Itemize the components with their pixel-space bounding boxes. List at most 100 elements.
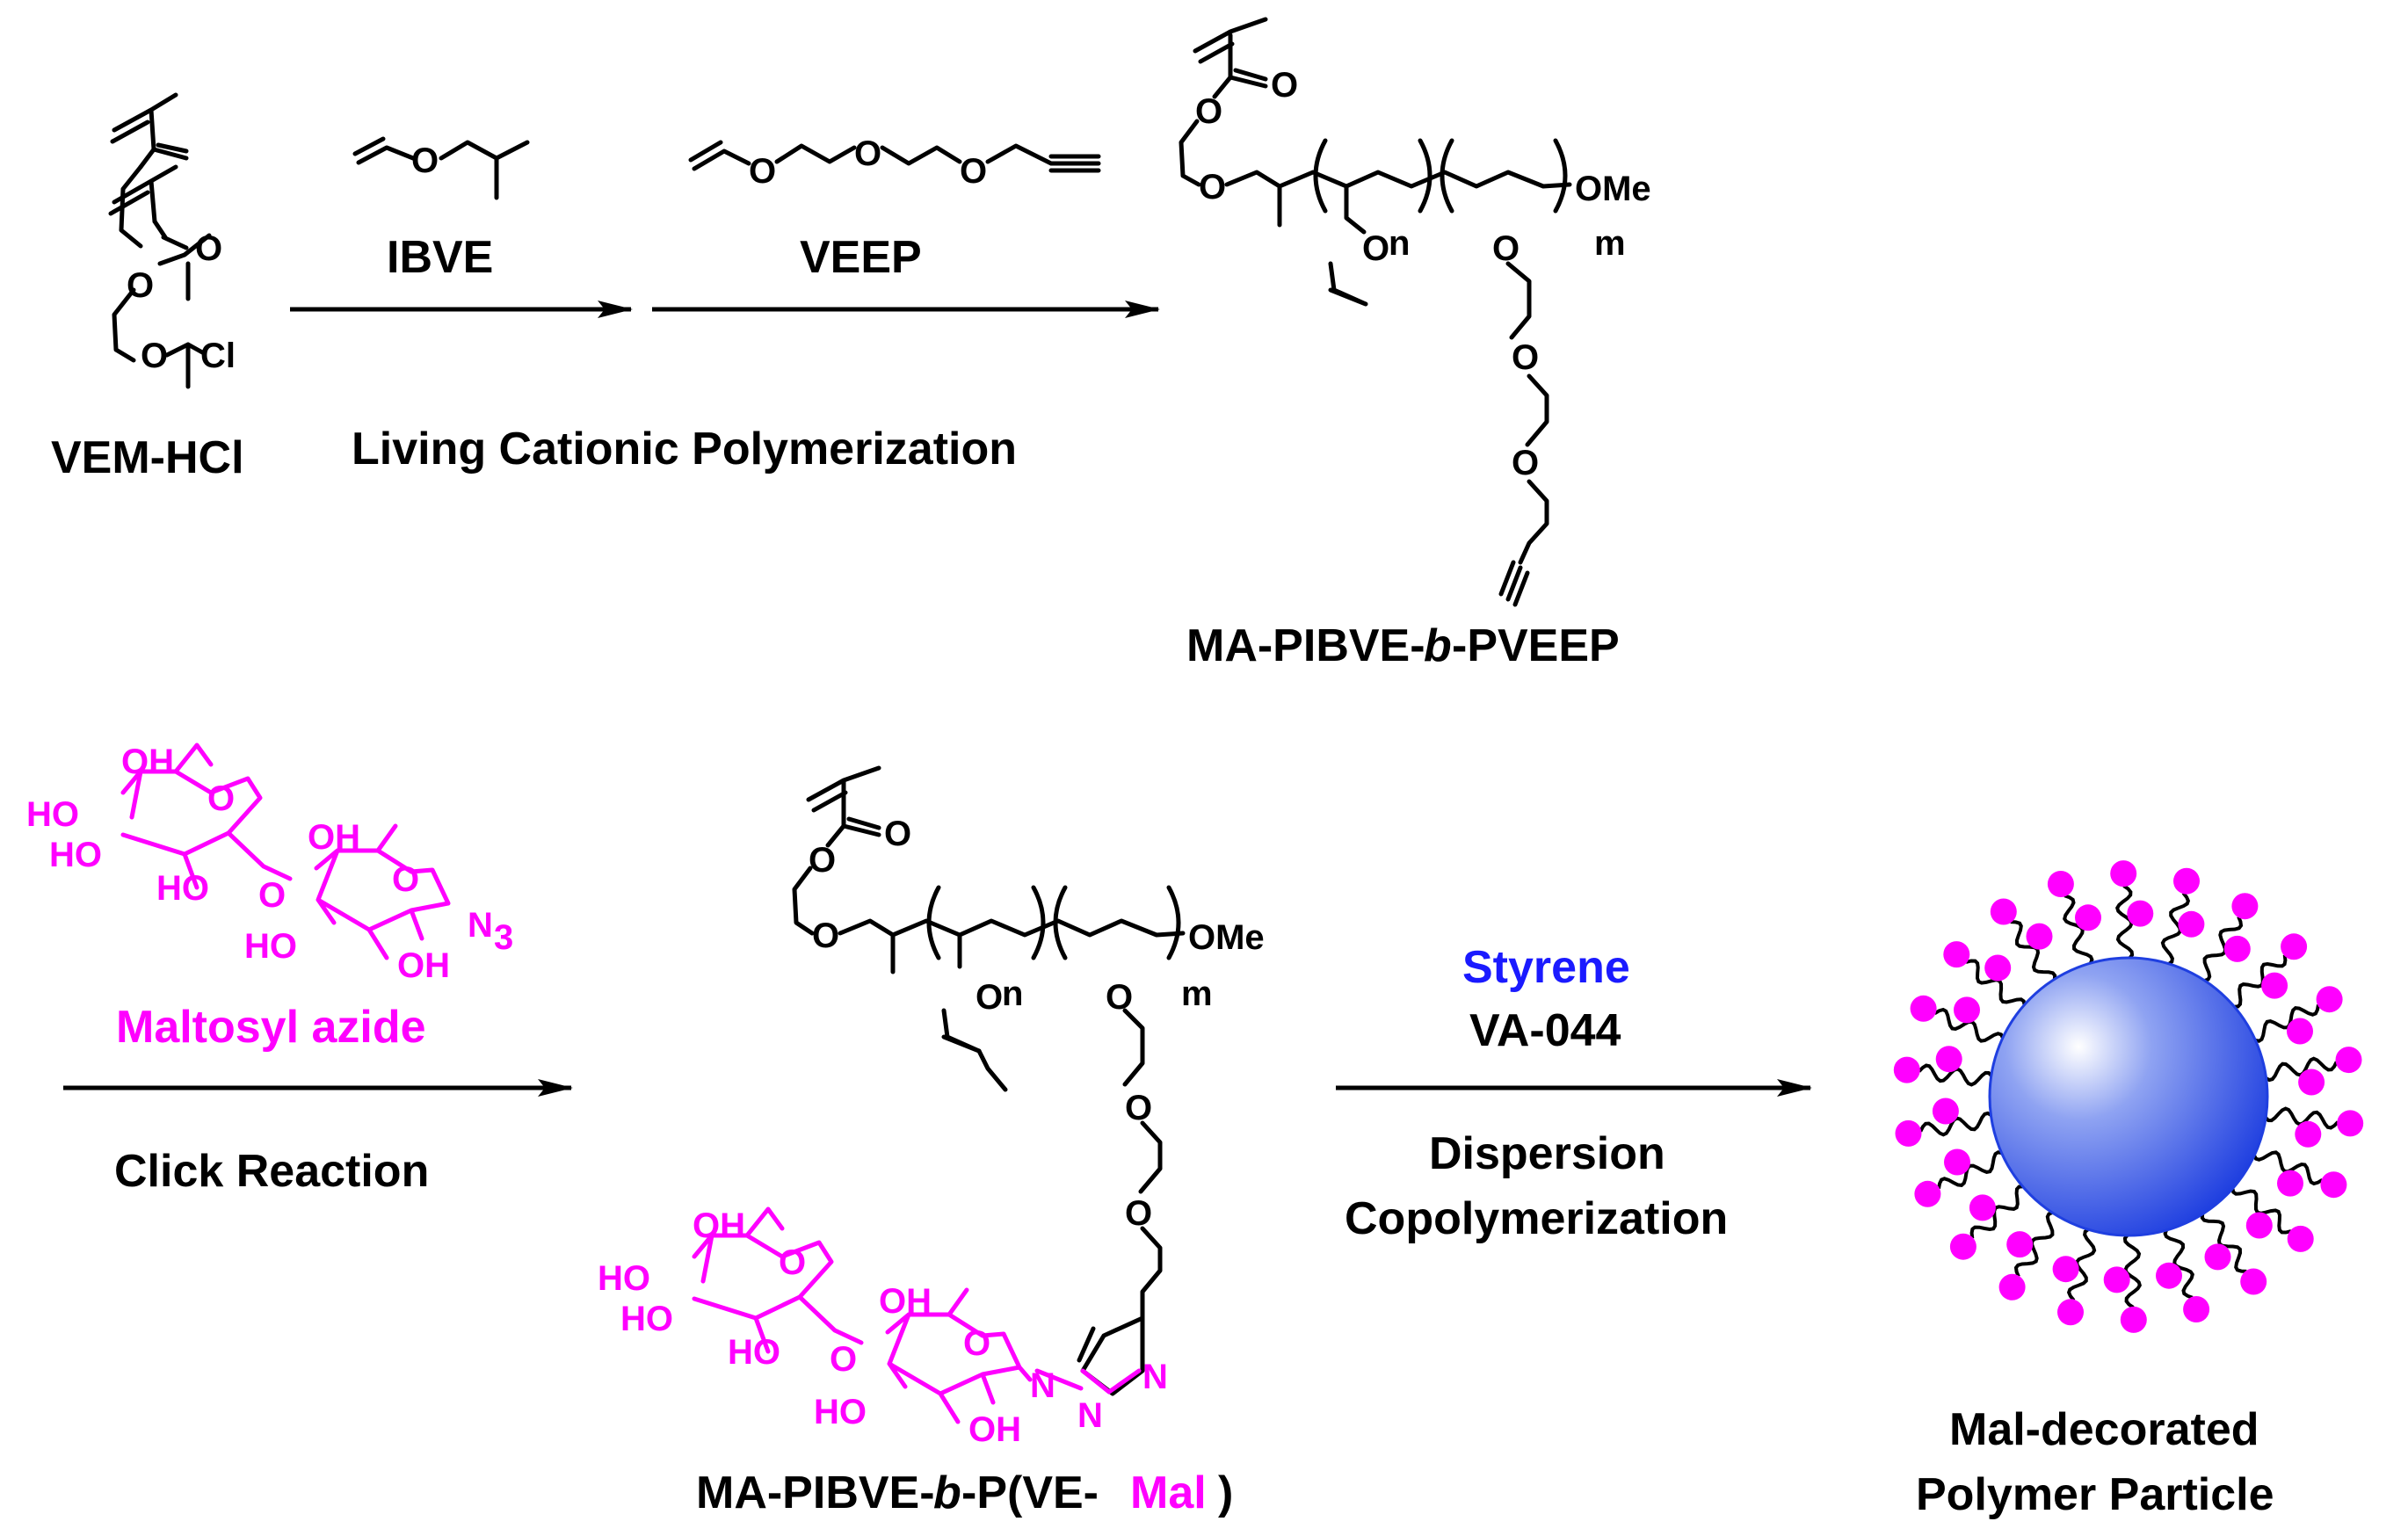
- vem-hcl-structure: O O O Cl VEM-HCl: [51, 92, 244, 483]
- vem-hcl-bonds: [108, 164, 207, 389]
- atom-o-ether: O: [141, 337, 168, 375]
- maltose-bead: [2287, 1018, 2313, 1045]
- maltosyl-azide-structure: OH HO HO HO O O OH O HO OH N 3 Maltosyl …: [26, 743, 513, 1053]
- atom-ho-s1b: HO: [49, 836, 102, 874]
- ma-pibve-b-pvemal-structure: O O O O n O OMe m O O N N N OH HO HO HO …: [598, 765, 1265, 1518]
- product1-label-c: -PVEEP: [1452, 620, 1620, 671]
- maltose-bead: [2006, 1231, 2034, 1258]
- atom-n3: N: [468, 906, 493, 945]
- ibve-structure: O IBVE: [352, 136, 530, 283]
- maltose-bead: [2277, 1170, 2303, 1197]
- atom-oh-m2: OH: [879, 1282, 932, 1321]
- product2-label-a: MA-PIBVE-: [696, 1467, 935, 1518]
- maltose-bead: [2204, 1243, 2231, 1271]
- maltose-bead: [1895, 1119, 1922, 1147]
- polymer-sphere: [1988, 956, 2269, 1237]
- atom-ho-m1b: HO: [620, 1300, 673, 1338]
- atom-ho-m1c: HO: [728, 1333, 780, 1372]
- atom-o-p2-ibve: O: [976, 978, 1003, 1017]
- atom-o-p2-ether: O: [812, 917, 839, 955]
- atom-o-p1-veep: O: [1492, 229, 1520, 268]
- atom-o-p1-peg-2: O: [1512, 444, 1539, 482]
- product2-label-d: Mal: [1130, 1467, 1207, 1518]
- maltose-bead: [2316, 986, 2343, 1013]
- atom-ho-s2: HO: [244, 927, 297, 966]
- atom-cl: Cl: [200, 337, 236, 375]
- atom-o-p1-ibve: O: [1362, 229, 1389, 268]
- atom-oh-m1: OH: [693, 1206, 745, 1245]
- atom-o-veep-3: O: [960, 152, 987, 191]
- atom-ome-2: OMe: [1188, 918, 1265, 957]
- dispersion-label: Dispersion: [1429, 1128, 1665, 1179]
- maltose-bead: [2240, 1268, 2267, 1295]
- maltose-bead: [1914, 1180, 1941, 1207]
- maltose-bead: [2120, 1306, 2147, 1333]
- maltose-bead: [2026, 923, 2053, 950]
- maltose-bead: [1984, 954, 2012, 982]
- repeat-n-1: n: [1389, 224, 1410, 263]
- maltose-bead: [2287, 1225, 2314, 1252]
- click-reaction-label: Click Reaction: [114, 1146, 429, 1197]
- veep-structure: O O O VEEP: [688, 134, 1101, 283]
- atom-ome-1: OMe: [1575, 170, 1651, 208]
- maltose-bead: [2075, 904, 2101, 931]
- atom-n1-triazole: N: [1030, 1366, 1055, 1405]
- ma-pibve-b-pveep-structure: O O O O n O OMe m O O MA-PIBVE- b -PVEEP: [1179, 17, 1651, 671]
- product2-label-e: ): [1218, 1467, 1233, 1518]
- particle-label-2: Polymer Particle: [1916, 1469, 2274, 1520]
- atom-o-p2-peg-1: O: [1125, 1089, 1152, 1127]
- veep-label: VEEP: [800, 232, 922, 283]
- polymer-chain: [1918, 1111, 1997, 1137]
- atom-o-ester: O: [127, 266, 154, 305]
- maltose-bead: [1998, 1273, 2026, 1301]
- maltose-bead: [2298, 1069, 2325, 1096]
- maltose-bead: [2261, 972, 2288, 999]
- atom-o-ibve: O: [411, 141, 439, 180]
- atom-o-m-ring2: O: [963, 1324, 990, 1363]
- maltose-bead: [2245, 1212, 2273, 1239]
- atom-o-veep-2: O: [854, 134, 881, 173]
- repeat-m-1: m: [1594, 224, 1626, 263]
- maltose-bead: [2052, 1256, 2079, 1283]
- product1-label-a: MA-PIBVE-: [1186, 620, 1425, 671]
- maltose-bead: [2231, 893, 2259, 920]
- maltose-bead: [1935, 1046, 1962, 1073]
- maltose-bead: [1932, 1098, 1959, 1125]
- maltose-bead: [2178, 910, 2205, 938]
- polymer-chain: [2115, 884, 2135, 963]
- atom-oh-s2: OH: [308, 818, 360, 857]
- atom-n3-sub: 3: [494, 918, 513, 957]
- maltose-bead: [2127, 900, 2154, 927]
- atom-oh-m2b: OH: [968, 1410, 1021, 1449]
- maltose-bead: [2047, 871, 2074, 897]
- atom-o-glyco: O: [258, 876, 286, 915]
- maltose-bead: [1944, 1148, 1970, 1176]
- styrene-label: Styrene: [1462, 942, 1630, 993]
- atom-n2-triazole: N: [1077, 1396, 1103, 1435]
- maltose-bead: [2337, 1110, 2364, 1137]
- atom-o-m-glyco: O: [830, 1340, 857, 1379]
- atom-oh-s2b: OH: [397, 946, 450, 985]
- maltose-bead: [2103, 1266, 2130, 1293]
- atom-o-p1-carbonyl: O: [1271, 66, 1298, 105]
- atom-ho-s1c: HO: [156, 869, 209, 908]
- living-cationic-label: Living Cationic Polymerization: [352, 424, 1017, 475]
- atom-oh-s1: OH: [121, 743, 174, 781]
- atom-o-p2-ester: O: [809, 841, 836, 880]
- atom-o-p1-ether: O: [1199, 168, 1226, 206]
- maltose-bead: [2057, 1299, 2084, 1326]
- maltose-bead: [1893, 1056, 1920, 1083]
- maltose-bead: [2223, 935, 2251, 962]
- va044-label: VA-044: [1469, 1005, 1621, 1056]
- particle-label-1: Mal-decorated: [1949, 1404, 2259, 1455]
- atom-ho-m1a: HO: [598, 1259, 650, 1298]
- atom-ho-s1a: HO: [26, 795, 79, 834]
- atom-o-ring2: O: [392, 860, 419, 899]
- atom-o-carbonyl: O: [195, 229, 222, 268]
- maltose-bead: [2335, 1047, 2362, 1074]
- atom-o-p1-ester: O: [1195, 92, 1222, 131]
- maltose-bead: [2173, 867, 2200, 895]
- vem-hcl-label: VEM-HCl: [51, 432, 244, 483]
- atom-o-p1-peg-1: O: [1512, 338, 1539, 377]
